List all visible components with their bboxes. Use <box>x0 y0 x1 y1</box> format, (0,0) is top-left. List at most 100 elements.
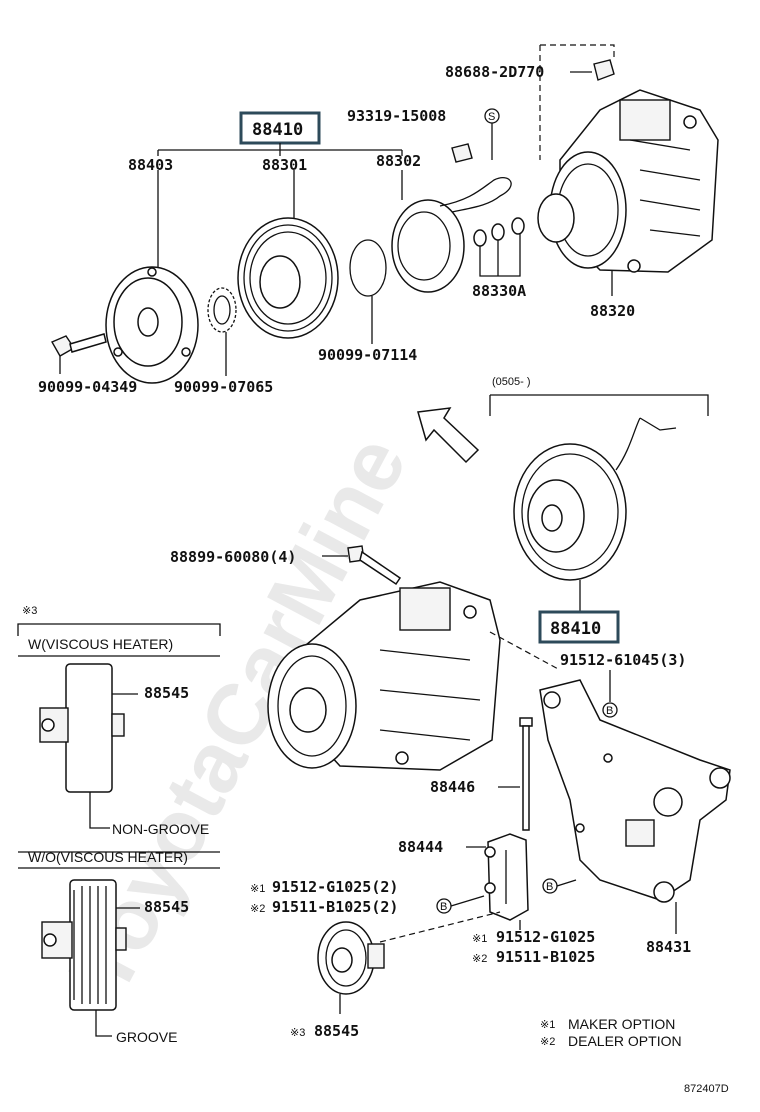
part-number-88431[interactable]: 88431 <box>646 938 691 956</box>
clutch-set-wire <box>615 417 677 471</box>
part-number-88688-2D770[interactable]: 88688-2D770 <box>445 63 544 81</box>
part-number-91512-G1025-2[interactable]: 91512-G1025(2) <box>272 878 398 896</box>
part-number-91511-B1025[interactable]: 91511-B1025 <box>496 948 595 966</box>
part-number-91512-G1025[interactable]: 91512-G1025 <box>496 928 595 946</box>
leader-groove <box>95 1010 112 1037</box>
rivet-3 <box>181 347 191 357</box>
rivet-1 <box>147 267 157 277</box>
part-number-88330A[interactable]: 88330A <box>472 282 526 300</box>
legend-opt2-mark: ※2 <box>540 1036 555 1048</box>
b-mark-text-3: B <box>440 901 447 913</box>
stator-wire <box>439 177 512 213</box>
b-mark-text-1: B <box>606 705 613 717</box>
label-w-viscous-heater: W(VISCOUS HEATER) <box>28 636 173 652</box>
s-mark-text: S <box>488 111 495 123</box>
small-bracket-part <box>593 59 615 81</box>
non-groove-pulley-nut <box>41 718 55 732</box>
compressor-lower <box>267 581 501 771</box>
stator-outer <box>391 199 465 293</box>
clutch-set-groove <box>521 453 619 571</box>
part-number-88444[interactable]: 88444 <box>398 838 443 856</box>
legend-dealer-option: DEALER OPTION <box>568 1033 682 1049</box>
part-number-88545-wo[interactable]: 88545 <box>144 898 189 916</box>
pressure-plate-hub <box>137 307 159 337</box>
idler-pulley-hub <box>331 947 353 973</box>
label-wo-viscous-heater: W/O(VISCOUS HEATER) <box>28 849 188 865</box>
shim-3 <box>511 217 525 235</box>
part-number-88410-mid[interactable]: 88410 <box>550 619 601 639</box>
idler-bracket-part <box>487 833 529 921</box>
part-number-88403[interactable]: 88403 <box>128 156 173 174</box>
compressor-top <box>537 89 719 273</box>
b-mark-circle-1 <box>602 702 618 718</box>
non-groove-pulley-hub <box>39 707 69 743</box>
part-number-91512-61045[interactable]: 91512-61045(3) <box>560 651 686 669</box>
part-number-90099-04349[interactable]: 90099-04349 <box>38 378 137 396</box>
idler-pulley-rim <box>325 929 367 987</box>
part-number-88545-idler[interactable]: 88545 <box>314 1022 359 1040</box>
part-number-88545-w[interactable]: 88545 <box>144 684 189 702</box>
group-bracket-88410 <box>157 143 403 156</box>
shim-1 <box>473 229 487 247</box>
non-groove-pulley-body <box>65 663 113 793</box>
opt3-mark-inset: ※3 <box>22 605 37 617</box>
leader-non-groove <box>89 792 110 829</box>
part-number-93319-15008[interactable]: 93319-15008 <box>347 107 446 125</box>
groove-pulley-hub <box>41 921 73 959</box>
pulley-bore <box>259 255 301 309</box>
part-number-90099-07114[interactable]: 90099-07114 <box>318 346 417 364</box>
idler-bracket-hole-2 <box>484 882 496 894</box>
dashed-guide-idler <box>379 911 501 943</box>
shim-2 <box>491 223 505 241</box>
inset-bracket-w <box>17 623 221 636</box>
part-box-88410-top <box>239 111 321 145</box>
leader-b-mark-2 <box>556 879 577 887</box>
b-mark-text-2: B <box>546 881 553 893</box>
rivet-2 <box>113 347 123 357</box>
idler-bolt-shank <box>522 725 530 831</box>
groove-pulley-grooves <box>73 886 107 1004</box>
figure-id: 872407D <box>684 1083 729 1095</box>
pulley-groove-2 <box>249 231 327 325</box>
mounting-bracket <box>539 679 731 903</box>
groove-pulley-body <box>69 879 117 1011</box>
part-number-88320[interactable]: 88320 <box>590 302 635 320</box>
idler-bracket-hole-1 <box>484 846 496 858</box>
snap-ring-b <box>207 287 237 333</box>
part-number-88899-60080[interactable]: 88899-60080(4) <box>170 548 296 566</box>
part-number-90099-07065[interactable]: 90099-07065 <box>174 378 273 396</box>
opt1-mark-a: ※1 <box>250 883 265 895</box>
label-groove: GROOVE <box>116 1029 177 1045</box>
idler-bolt-head <box>519 717 533 727</box>
pulley-groove-1 <box>243 224 333 332</box>
label-non-groove: NON-GROOVE <box>112 821 209 837</box>
opt2-mark-b: ※2 <box>472 953 487 965</box>
snap-ring-b-inner <box>213 295 231 325</box>
part-number-88410-top[interactable]: 88410 <box>252 120 303 140</box>
part-number-88446[interactable]: 88446 <box>430 778 475 796</box>
non-groove-pulley-spacer <box>111 713 125 737</box>
part-number-91511-B1025-2[interactable]: 91511-B1025(2) <box>272 898 398 916</box>
part-box-88410-mid <box>538 610 620 644</box>
stator-inner <box>397 211 451 281</box>
wire-connector <box>451 143 473 163</box>
leader-88330A <box>479 234 521 277</box>
part-number-88302[interactable]: 88302 <box>376 152 421 170</box>
groove-pulley-nut <box>43 933 57 947</box>
groove-pulley-spacer <box>115 927 127 951</box>
opt3-mark-idler: ※3 <box>290 1027 305 1039</box>
date-range-bracket <box>489 394 709 416</box>
part-number-88301[interactable]: 88301 <box>262 156 307 174</box>
idler-pulley-spacer <box>367 943 385 969</box>
date-range-label: (0505- ) <box>492 376 531 388</box>
opt1-mark-b: ※1 <box>472 933 487 945</box>
snap-ring-a <box>349 239 387 297</box>
bolt-shank-part <box>69 333 107 353</box>
dashed-guide-top <box>539 44 615 160</box>
dashed-guide-mid <box>489 631 561 671</box>
long-bolt-shank <box>359 550 402 586</box>
direction-arrow <box>417 407 480 464</box>
legend-maker-option: MAKER OPTION <box>568 1016 675 1032</box>
leader-b-mark-3 <box>450 895 485 907</box>
